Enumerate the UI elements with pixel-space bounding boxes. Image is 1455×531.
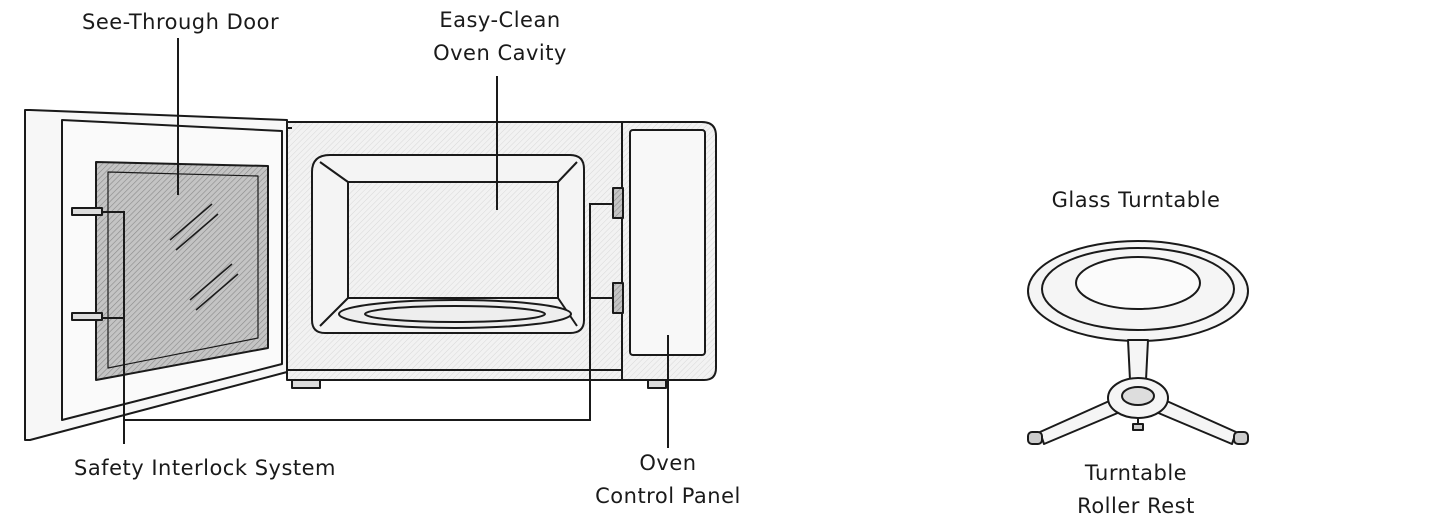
roller-wheel-center [1132, 423, 1144, 431]
oven-cavity-back [347, 181, 559, 299]
label-easy-clean-line2: Oven Cavity [433, 41, 567, 65]
interlock-latch-top [612, 187, 624, 219]
cavity-tray [338, 299, 572, 329]
turntable-roller-rest [1027, 339, 1249, 445]
label-glass-turntable: Glass Turntable [1051, 188, 1221, 212]
label-oven-line2: Control Panel [595, 484, 741, 508]
glass-turntable [1027, 240, 1249, 342]
turntable-rim-inner [1041, 247, 1235, 331]
interlock-leader [102, 203, 613, 444]
label-see-through-door: See-Through Door [82, 10, 280, 34]
interlock-latch-bottom [612, 282, 624, 314]
label-easy-clean-line1: Easy-Clean [439, 8, 561, 32]
oven-foot-right [647, 379, 667, 389]
roller-arm-back [1127, 339, 1149, 381]
label-roller-line1: Turntable [1084, 461, 1188, 485]
roller-wheel-right [1233, 431, 1249, 445]
callout-lines [102, 38, 669, 448]
door-hook-bottom [71, 312, 103, 321]
door-glass [95, 161, 269, 381]
label-roller-line2: Roller Rest [1077, 494, 1195, 518]
label-oven-line1: Oven [639, 451, 697, 475]
door-hook-top [71, 207, 103, 216]
roller-arm-left [1039, 397, 1121, 445]
oven-foot-left [291, 379, 321, 389]
roller-arm-right [1155, 397, 1237, 445]
turntable-center [1075, 256, 1201, 310]
control-panel-face [629, 129, 706, 356]
roller-wheel-left [1027, 431, 1043, 445]
label-safety-interlock: Safety Interlock System [73, 456, 336, 480]
microwave-oven [24, 109, 717, 441]
